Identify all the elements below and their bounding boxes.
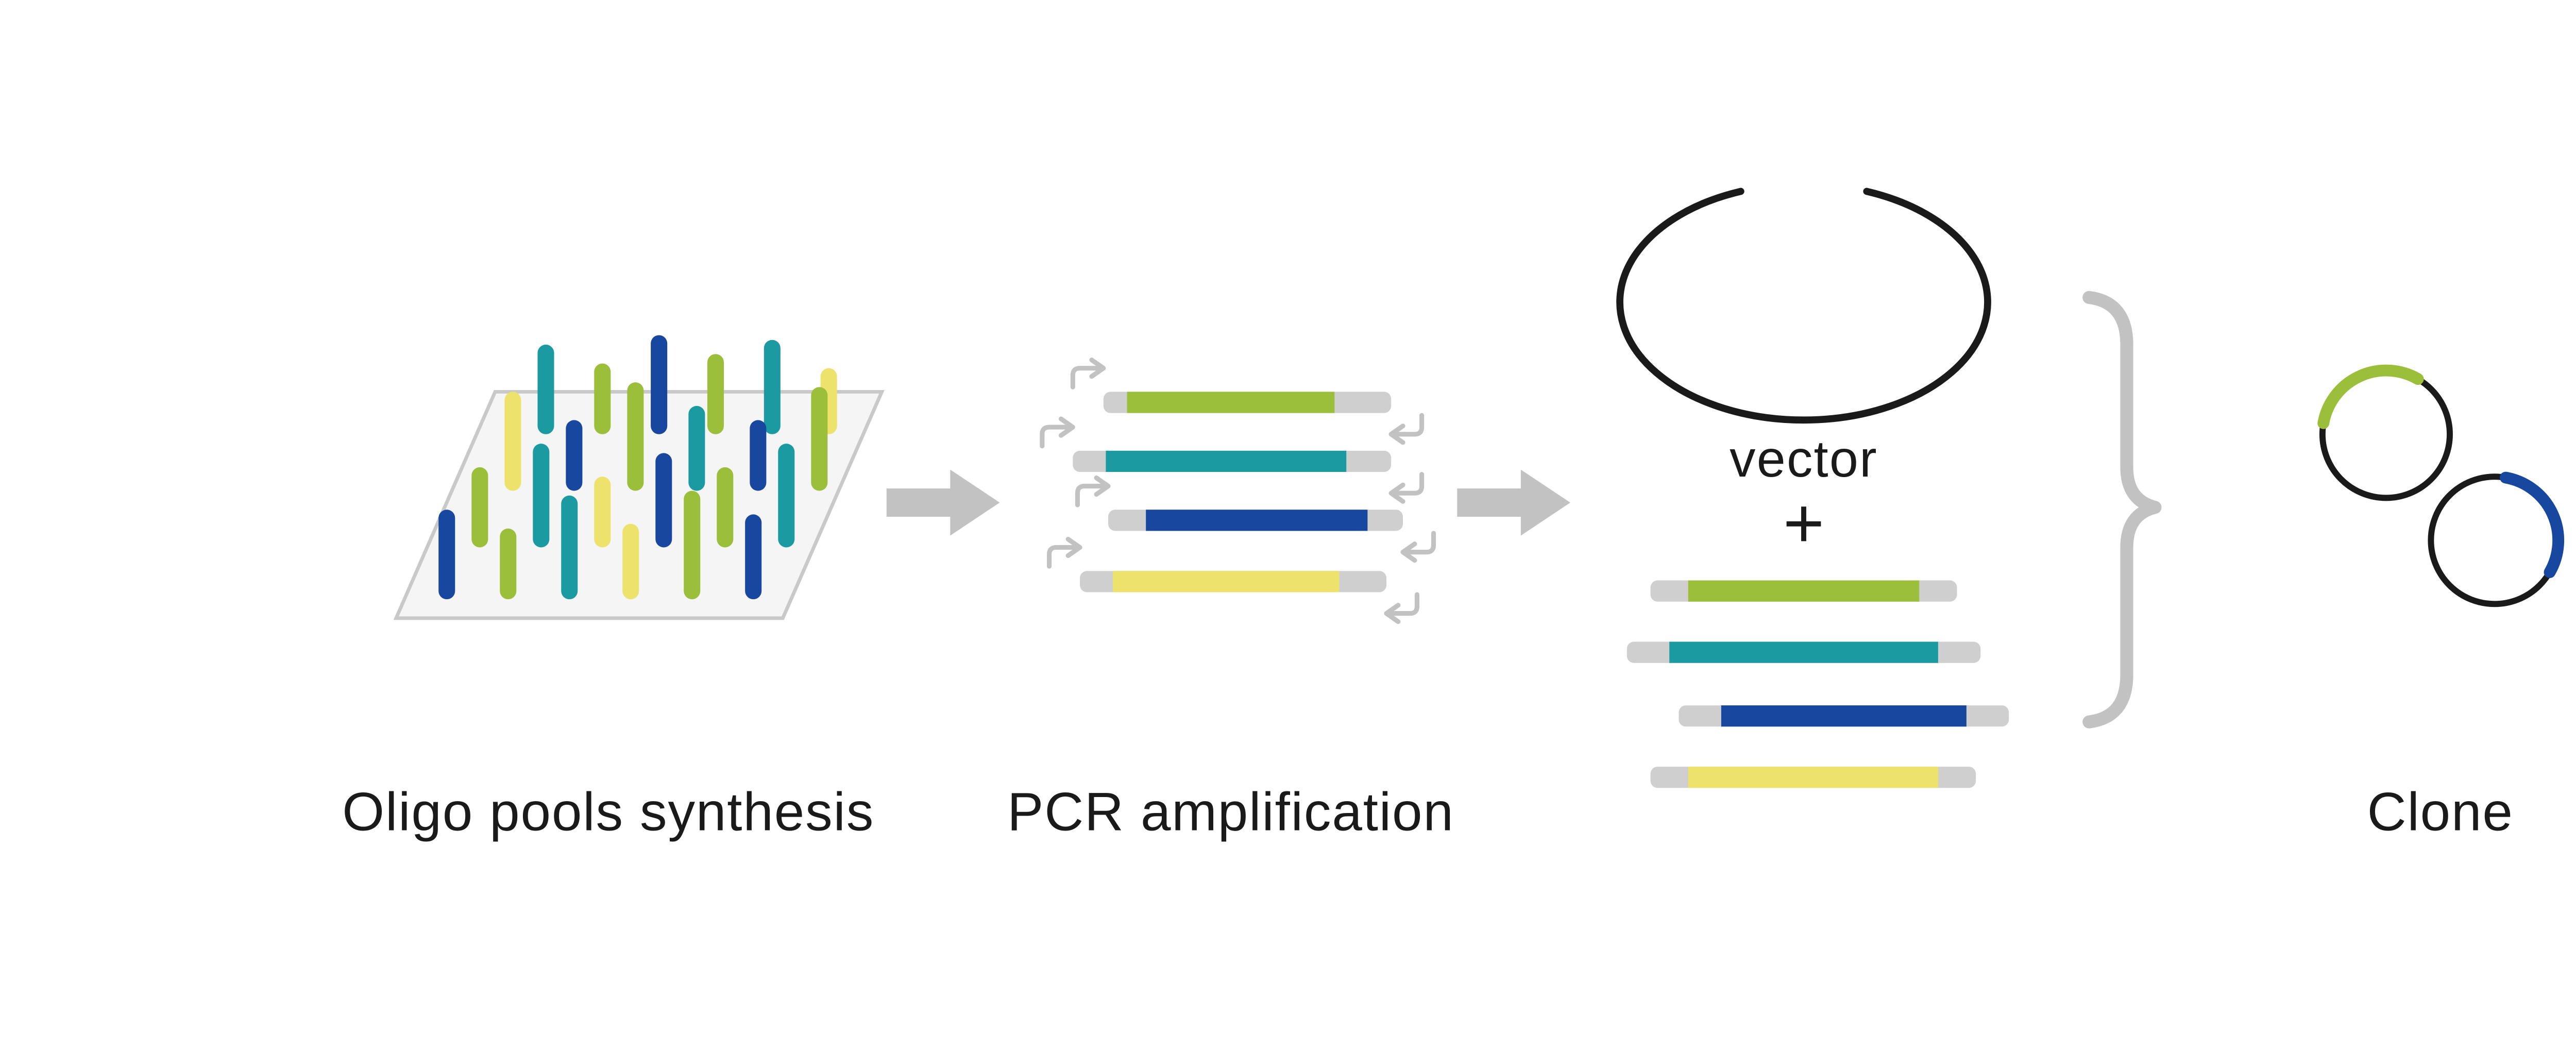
primer-reverse-icon: [1403, 533, 1433, 561]
fragment-insert-yellow: [1688, 767, 1938, 788]
oligo-bar: [533, 444, 550, 548]
oligo-bar: [684, 490, 701, 600]
pcr-product-insert-blue: [1146, 510, 1368, 531]
vector-plus-fragments-illustration: vector +: [1616, 188, 2009, 788]
primer-forward-icon: [1042, 419, 1073, 446]
oligo-bar: [594, 363, 611, 434]
primer-forward-icon: [1077, 478, 1108, 505]
oligo-bar: [811, 387, 828, 491]
plasmid-insert-blue: [2500, 471, 2565, 578]
oligo-bar: [651, 335, 668, 434]
oligo-bar: [688, 405, 705, 491]
oligo-bar: [764, 340, 781, 434]
pcr-product-insert-green: [1127, 392, 1335, 413]
oligo-pool-chip-illustration: [393, 335, 885, 620]
oligo-bar: [745, 514, 762, 600]
oligo-bar: [566, 420, 583, 491]
primer-forward-icon: [1049, 539, 1080, 566]
plus-sign: +: [1783, 484, 1824, 563]
label-clone: Clone: [2367, 782, 2514, 842]
primer-reverse-icon: [1391, 415, 1421, 443]
plasmid-insert-green: [2317, 364, 2424, 429]
oligo-bar: [717, 467, 734, 548]
oligo-bar: [594, 477, 611, 548]
clone-plasmids-illustration: [2317, 364, 2565, 607]
open-vector-ring: [1616, 188, 1991, 424]
oligo-bar: [750, 420, 767, 491]
oligo-bar: [504, 392, 521, 491]
pcr-product-insert-yellow: [1113, 571, 1340, 592]
primer-reverse-icon: [1391, 475, 1421, 502]
oligo-bar: [537, 344, 554, 434]
oligo-bar: [500, 528, 517, 600]
pcr-product-insert-teal: [1106, 450, 1347, 472]
flow-arrow-icon: [1457, 469, 1570, 536]
flow-arrow-icon: [886, 469, 1000, 536]
grouping-brace-icon: [2082, 291, 2162, 729]
label-oligo-pools-synthesis: Oligo pools synthesis: [342, 782, 874, 842]
oligo-bar: [622, 523, 639, 600]
label-pcr-amplification: PCR amplification: [1007, 782, 1454, 842]
fragment-insert-teal: [1669, 641, 1938, 663]
fragment-insert-green: [1688, 580, 1920, 602]
oligo-bar: [561, 495, 578, 600]
primer-forward-icon: [1073, 360, 1103, 387]
pcr-amplification-illustration: [1042, 360, 1434, 622]
oligo-bar: [438, 510, 455, 600]
fragment-insert-blue: [1721, 705, 1967, 727]
oligo-bar: [471, 467, 488, 548]
oligo-bar: [707, 354, 724, 434]
vector-label: vector: [1730, 430, 1878, 488]
oligo-bar: [778, 444, 795, 548]
oligo-bar: [627, 382, 644, 491]
primer-reverse-icon: [1386, 595, 1417, 622]
oligo-bar: [655, 453, 672, 548]
